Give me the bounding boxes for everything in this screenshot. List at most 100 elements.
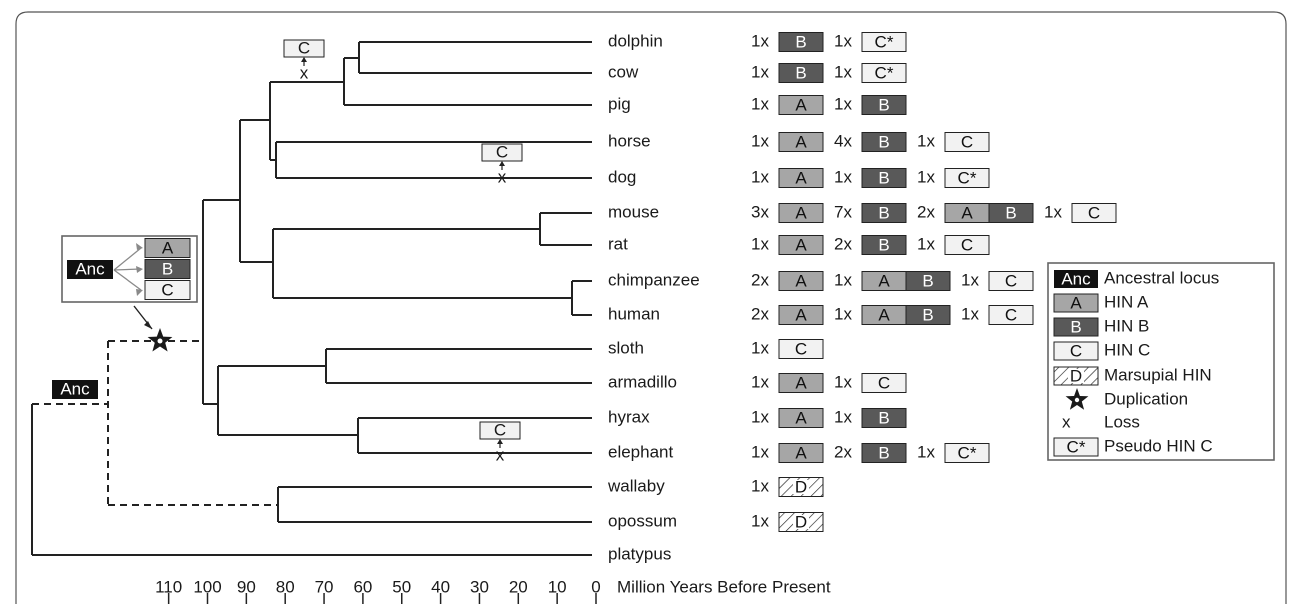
gene-box-pseudo-hin-c bbox=[944, 168, 990, 188]
inset-arrow-line bbox=[113, 269, 142, 291]
species-label-dolphin: dolphin bbox=[608, 31, 663, 50]
gene-box-hin-a-letter: A bbox=[795, 408, 807, 427]
species-label-rat: rat bbox=[608, 234, 628, 253]
gene-box-hin-a bbox=[778, 95, 824, 115]
legend-symbol-letter: C* bbox=[1067, 437, 1086, 456]
inset-gene-letter: A bbox=[162, 238, 174, 257]
gene-box-hin-a-letter: A bbox=[795, 95, 807, 114]
legend-label-b: HIN B bbox=[1104, 316, 1149, 335]
inset-gene-letter: B bbox=[162, 259, 173, 278]
gene-copy-count: 1x bbox=[751, 442, 769, 461]
legend-label-dup: Duplication bbox=[1104, 389, 1188, 408]
gene-box-hin-b bbox=[778, 63, 824, 83]
gene-copy-count: 1x bbox=[961, 270, 979, 289]
legend-symbol-b bbox=[1053, 317, 1099, 337]
gene-copy-count: 1x bbox=[834, 94, 852, 113]
legend-star-center bbox=[1074, 397, 1080, 403]
gene-copy-count: 2x bbox=[751, 270, 769, 289]
gene-box-hin-c bbox=[988, 305, 1034, 325]
marsupial-letter-bg bbox=[793, 515, 809, 529]
species-label-elephant: elephant bbox=[608, 442, 674, 461]
axis-tick-label: 50 bbox=[392, 577, 411, 596]
legend-symbol-cp bbox=[1053, 437, 1099, 457]
gene-copy-count: 1x bbox=[917, 167, 935, 186]
duplication-star-center bbox=[157, 338, 163, 344]
loss-arrow-head bbox=[301, 57, 307, 62]
gene-box-hin-a-letter: A bbox=[878, 271, 890, 290]
gene-box-hin-b bbox=[988, 203, 1034, 223]
gene-box-hin-b bbox=[861, 132, 907, 152]
gene-box-pseudo-hin-c bbox=[944, 443, 990, 463]
gene-box-hin-c-letter: C bbox=[1005, 305, 1017, 324]
inset-gene-letter: C bbox=[161, 280, 173, 299]
legend-loss-x: x bbox=[1062, 412, 1071, 431]
gene-copy-count: 1x bbox=[834, 31, 852, 50]
species-label-sloth: sloth bbox=[608, 338, 644, 357]
gene-box-hin-c-letter: C bbox=[961, 132, 973, 151]
legend-label-c: HIN C bbox=[1104, 340, 1150, 359]
gene-copy-count: 1x bbox=[834, 167, 852, 186]
gene-copy-count: 1x bbox=[751, 372, 769, 391]
gene-copy-count: 1x bbox=[751, 31, 769, 50]
gene-box-hin-b-letter: B bbox=[1005, 203, 1016, 222]
loss-x-marker: x bbox=[498, 167, 507, 186]
legend-symbol-letter: D bbox=[1070, 366, 1082, 385]
gene-copy-count: 1x bbox=[751, 234, 769, 253]
gene-box-hin-a bbox=[778, 408, 824, 428]
gene-copy-count: 2x bbox=[834, 442, 852, 461]
gene-copy-count: 2x bbox=[751, 304, 769, 323]
gene-box-pseudo-hin-c bbox=[861, 63, 907, 83]
gene-box-hin-b-letter: B bbox=[878, 443, 889, 462]
legend-box bbox=[1047, 262, 1275, 461]
gene-box-hin-b-letter: B bbox=[878, 95, 889, 114]
marsupial-letter-bg bbox=[793, 480, 809, 494]
gene-box-pseudo-hin-c-letter: C* bbox=[875, 32, 894, 51]
gene-copy-count: 2x bbox=[834, 234, 852, 253]
gene-copy-count: 1x bbox=[751, 62, 769, 81]
gene-copy-count: 1x bbox=[751, 338, 769, 357]
gene-box-hin-b-letter: B bbox=[878, 203, 889, 222]
legend-d-letter-bg bbox=[1068, 369, 1084, 383]
gene-box-hin-a bbox=[778, 168, 824, 188]
gene-box-hin-a bbox=[778, 132, 824, 152]
gene-copy-count: 1x bbox=[917, 442, 935, 461]
inset-arrow-head bbox=[136, 243, 143, 250]
gene-copy-count: 1x bbox=[751, 476, 769, 495]
gene-copy-count: 1x bbox=[751, 167, 769, 186]
gene-box-hin-a bbox=[778, 373, 824, 393]
loss-arrow-head bbox=[499, 161, 505, 166]
legend-symbol-c bbox=[1053, 341, 1099, 361]
gene-box-pseudo-hin-c-letter: C* bbox=[875, 63, 894, 82]
gene-box-hin-b-letter: B bbox=[795, 63, 806, 82]
gene-box-hin-c-letter: C bbox=[878, 373, 890, 392]
gene-box-pseudo-hin-c-letter: C* bbox=[958, 443, 977, 462]
gene-box-hin-a-letter: A bbox=[795, 203, 807, 222]
axis-title: Million Years Before Present bbox=[617, 577, 831, 596]
species-label-pig: pig bbox=[608, 94, 631, 113]
legend-label-d: Marsupial HIN bbox=[1104, 365, 1212, 384]
inset-gene-box-a bbox=[144, 238, 191, 258]
species-label-dog: dog bbox=[608, 167, 636, 186]
legend-anc-text: Anc bbox=[1061, 269, 1091, 288]
gene-box-pseudo-hin-c-letter: C* bbox=[958, 168, 977, 187]
gene-box-hin-b bbox=[861, 95, 907, 115]
species-label-armadillo: armadillo bbox=[608, 372, 677, 391]
gene-box-hin-a-letter: A bbox=[878, 305, 890, 324]
gene-box-hin-a bbox=[778, 203, 824, 223]
axis-tick-label: 0 bbox=[591, 577, 600, 596]
gene-copy-count: 1x bbox=[834, 304, 852, 323]
inset-arrow-head bbox=[136, 266, 143, 273]
tree-anc-label: Anc bbox=[60, 379, 90, 398]
gene-copy-count: 1x bbox=[917, 234, 935, 253]
loss-arrow-head bbox=[497, 439, 503, 444]
gene-box-hin-b bbox=[861, 203, 907, 223]
axis-tick-label: 40 bbox=[431, 577, 450, 596]
gene-box-hin-c bbox=[944, 235, 990, 255]
gene-box-hin-c bbox=[944, 132, 990, 152]
gene-box-hin-b-letter: B bbox=[878, 235, 889, 254]
gene-copy-count: 1x bbox=[834, 62, 852, 81]
species-label-cow: cow bbox=[608, 62, 639, 81]
gene-box-marsupial-hin-letter: D bbox=[795, 512, 807, 531]
